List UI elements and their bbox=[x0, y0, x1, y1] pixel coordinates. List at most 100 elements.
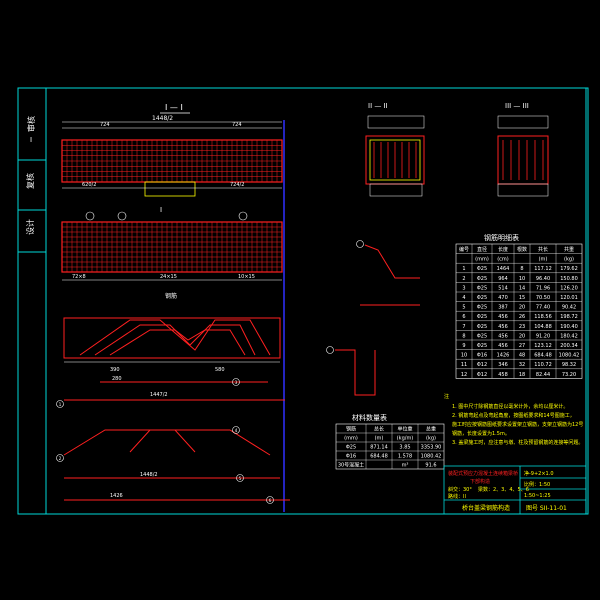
table-left-cell: 684.48 bbox=[370, 454, 388, 460]
table-right-cell: 5 bbox=[462, 305, 465, 311]
note-line-5: 3. 盖梁施工时，应注意与墩、柱及预留钢筋的连接等问题。 bbox=[452, 439, 583, 446]
table-left-cell: 871.14 bbox=[370, 445, 388, 451]
note-line-4: 钢筋，长度设置为1.5m。 bbox=[452, 430, 510, 437]
side-label-check: 复核 bbox=[25, 173, 35, 189]
section-3-drawing bbox=[497, 115, 549, 197]
table-left-cell: 3.85 bbox=[399, 445, 410, 451]
table-left-cell: 3353.90 bbox=[421, 445, 442, 451]
bar-marker-circle bbox=[236, 474, 244, 482]
table-left-header: 总重 bbox=[426, 426, 436, 433]
note-line-2: 2. 钢筋弯起点及弯起角度，按图纸要求和14号图施工， bbox=[452, 412, 575, 419]
title-drawing-name: 桥台盖梁钢筋构造 bbox=[462, 504, 510, 512]
side-label-review: 审核 bbox=[26, 116, 36, 132]
table-right-header: 共重 bbox=[564, 246, 574, 253]
table-right-cell: 118.56 bbox=[534, 314, 552, 320]
table-right-cell: Φ25 bbox=[477, 266, 487, 272]
table-right-cell: Φ25 bbox=[477, 314, 487, 320]
title-block bbox=[443, 465, 587, 515]
table-right-cell: 1426 bbox=[497, 353, 510, 359]
table-right-cell: 456 bbox=[498, 324, 508, 330]
plan-rebar-grid bbox=[61, 221, 283, 273]
table-right-cell: 20 bbox=[519, 333, 525, 339]
table-right-cell: 470 bbox=[498, 295, 508, 301]
table-right-cell: 32 bbox=[519, 362, 525, 368]
table-right-cell: 20 bbox=[519, 305, 525, 311]
table-right-cell: 684.48 bbox=[534, 353, 552, 359]
dim-bottom-left: 620/2 bbox=[82, 182, 96, 188]
sub-label-rebar: 钢筋 bbox=[165, 292, 177, 300]
section-cut-mark-left: I bbox=[30, 136, 32, 144]
view-title-section-1: I — I bbox=[165, 103, 183, 112]
table-left-cell: 30号混凝土 bbox=[338, 462, 364, 469]
table-right-cell: 123.12 bbox=[534, 343, 552, 349]
table-right-unit: (kg) bbox=[564, 257, 574, 263]
note-line-1: 1. 图中尺寸除钢筋直径以毫米计外，余均以厘米计。 bbox=[452, 403, 568, 410]
table-right-header: 共长 bbox=[538, 246, 548, 253]
view-title-plan: I bbox=[160, 206, 162, 214]
table-left-cell: m³ bbox=[402, 463, 409, 469]
table-right-cell: Φ25 bbox=[477, 285, 487, 291]
table-right-cell: 18 bbox=[519, 372, 525, 378]
title-spec-b: 路线：II bbox=[448, 493, 466, 500]
table-right-cell: Φ12 bbox=[477, 362, 487, 368]
view-title-section-2: II — II bbox=[368, 102, 388, 110]
dim-bar-4: 280 bbox=[112, 376, 122, 382]
table-left-cell: 1.578 bbox=[398, 454, 412, 460]
table-right-cell: 1 bbox=[462, 266, 465, 272]
table-right-cell: 71.96 bbox=[536, 285, 550, 291]
bar-marker-label: 1 bbox=[59, 402, 62, 407]
table-right-cell: 198.72 bbox=[560, 314, 578, 320]
dim-right-half: 724 bbox=[232, 122, 242, 128]
table-right-cell: 4 bbox=[462, 295, 465, 301]
table-right-cell: 12 bbox=[461, 372, 467, 378]
table-right-cell: 9 bbox=[462, 343, 465, 349]
table-right-cell: 2 bbox=[462, 276, 465, 282]
table-right-cell: 117.12 bbox=[534, 266, 552, 272]
table-right-cell: 11 bbox=[461, 362, 467, 368]
view-title-section-3: III — III bbox=[505, 102, 529, 110]
table-right-cell: 110.72 bbox=[534, 362, 552, 368]
table-right-cell: 1080.42 bbox=[559, 353, 580, 359]
table-right-cell: 96.40 bbox=[536, 276, 550, 282]
table-right-cell: 456 bbox=[498, 314, 508, 320]
table-right-cell: 104.88 bbox=[534, 324, 552, 330]
table-right-cell: 10 bbox=[519, 276, 525, 282]
table-right-header: 根数 bbox=[517, 246, 527, 253]
bent-bar-elevation bbox=[63, 317, 281, 363]
table-right-cell: 14 bbox=[519, 285, 525, 291]
table-right-cell: Φ25 bbox=[477, 295, 487, 301]
dim-bar-1: 1447/2 bbox=[150, 392, 168, 398]
table-right-cell: Φ25 bbox=[477, 305, 487, 311]
table-right-cell: 8 bbox=[462, 333, 465, 339]
bar-marker-label: 2 bbox=[59, 456, 62, 461]
table-right-cell: Φ25 bbox=[477, 276, 487, 282]
table-right-unit: (m) bbox=[539, 257, 548, 263]
dim-bent-b: 580 bbox=[215, 367, 225, 373]
table-right-cell: 8 bbox=[520, 266, 523, 272]
table-right-cell: 179.62 bbox=[560, 266, 578, 272]
table-right-cell: 1464 bbox=[497, 266, 510, 272]
bar-details bbox=[63, 381, 290, 501]
dim-plan-c: 10×15 bbox=[238, 274, 255, 280]
bar-marker-label: 6 bbox=[269, 498, 272, 503]
table-right-cell: 73.20 bbox=[562, 372, 576, 378]
table-right-cell: 82.44 bbox=[536, 372, 550, 378]
table-right-cell: 346 bbox=[498, 362, 508, 368]
table-right-cell: 456 bbox=[498, 343, 508, 349]
table-left-header: 钢筋 bbox=[346, 426, 356, 433]
notes-title: 注 bbox=[444, 393, 449, 400]
sheet-frame bbox=[17, 87, 589, 515]
table-left-title: 材料数量表 bbox=[352, 413, 387, 422]
table-right-unit: (mm) bbox=[475, 257, 489, 263]
table-right-cell: 15 bbox=[519, 295, 525, 301]
table-right-cell: 387 bbox=[498, 305, 508, 311]
bar-shape-markers bbox=[326, 240, 364, 354]
table-right-cell: 964 bbox=[498, 276, 508, 282]
table-right-cell: Φ25 bbox=[477, 333, 487, 339]
side-label-design: 设计 bbox=[25, 219, 35, 235]
table-right-cell: 48 bbox=[519, 353, 525, 359]
section-2-drawing bbox=[365, 115, 425, 197]
title-spec-d: 梁数：2、3、4、5、6 bbox=[478, 486, 529, 493]
